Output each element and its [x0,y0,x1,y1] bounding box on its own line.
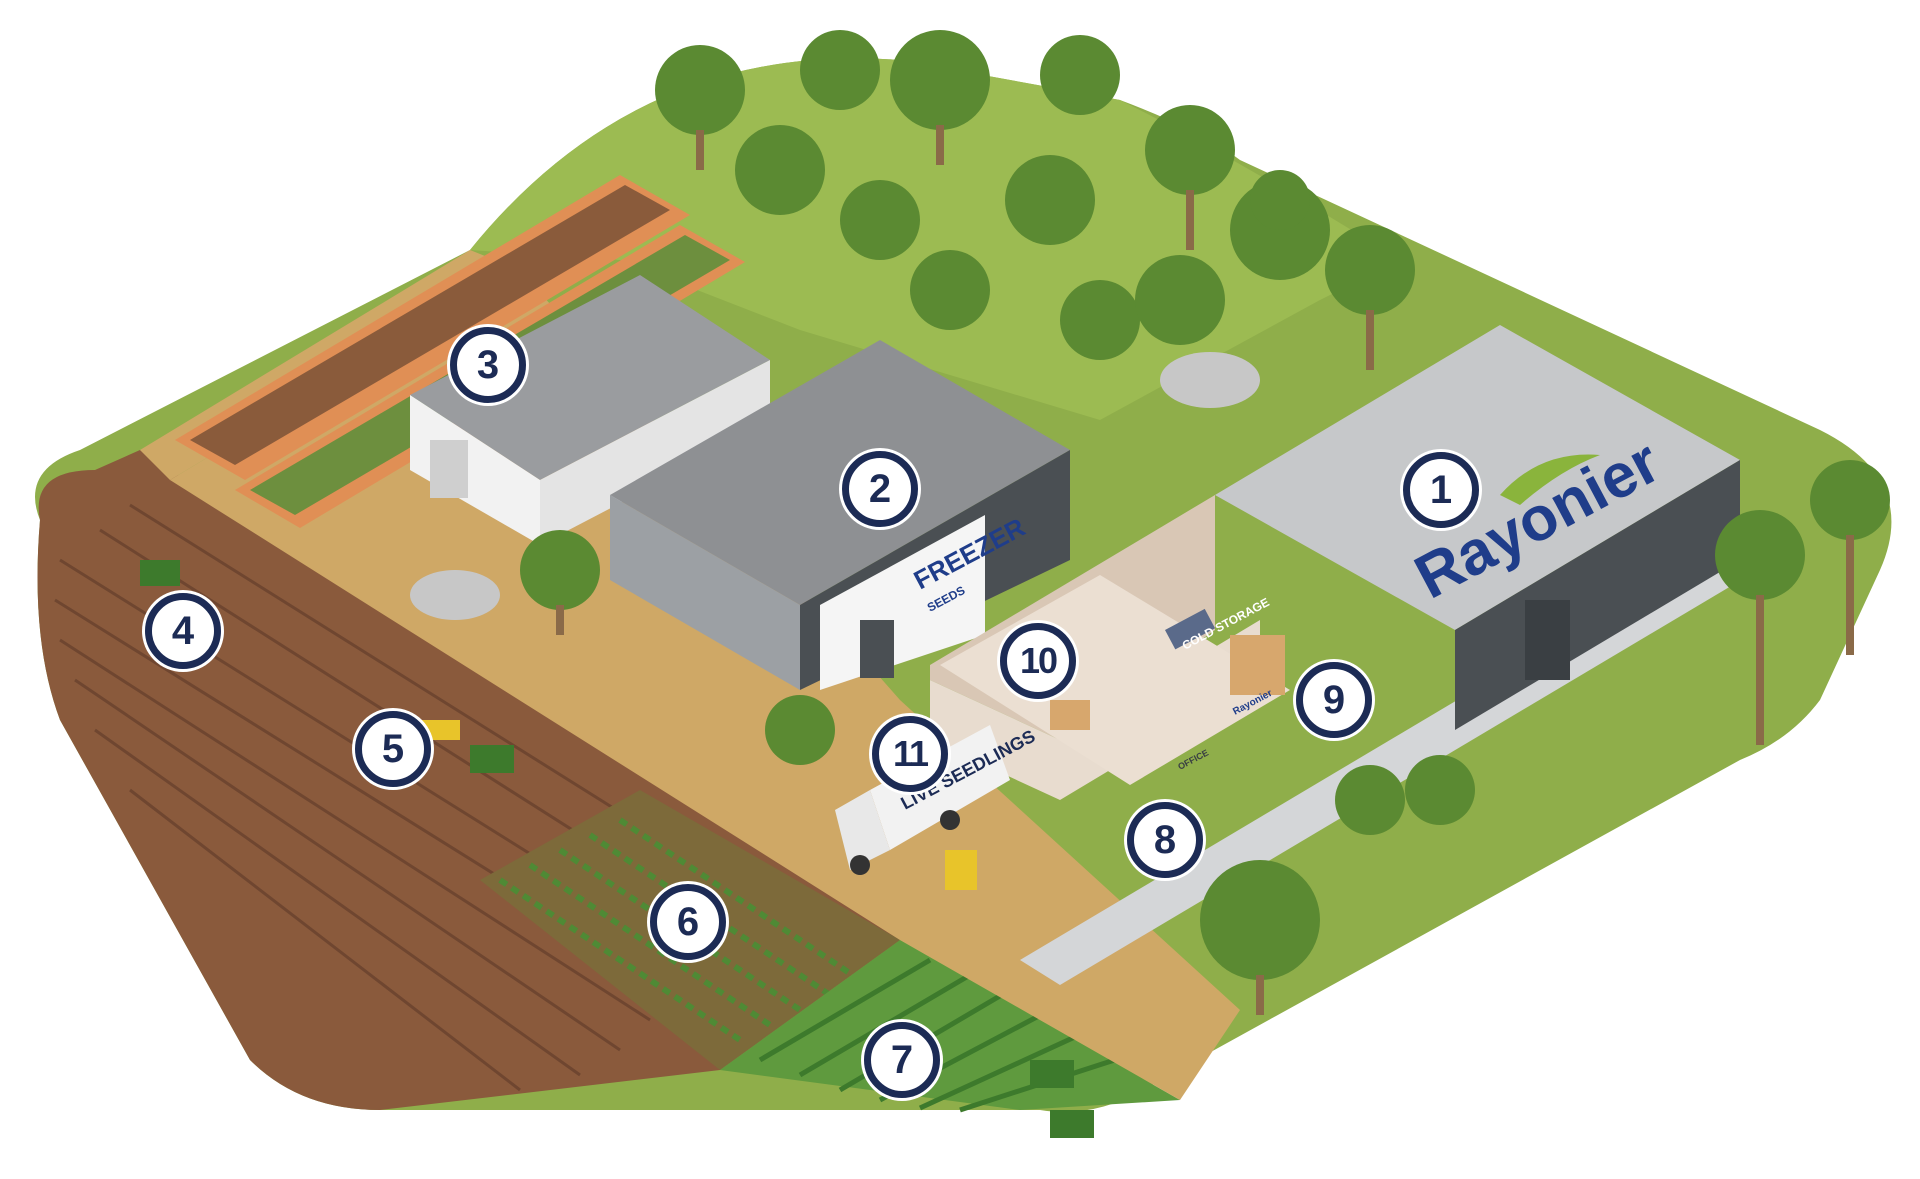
tree-trunks [556,125,1854,1015]
marker-4[interactable]: 4 [145,593,221,669]
marker-10[interactable]: 10 [1000,623,1076,699]
marker-11[interactable]: 11 [872,716,948,792]
marker-5[interactable]: 5 [355,711,431,787]
brand-swoosh [1500,454,1600,505]
marker-6[interactable]: 6 [650,884,726,960]
marker-2[interactable]: 2 [842,451,918,527]
building-3-warehouse [410,275,770,545]
marker-1[interactable]: 1 [1403,452,1479,528]
trees [520,30,1890,980]
building-2-freezer [610,340,1070,690]
marker-9[interactable]: 9 [1296,662,1372,738]
marker-8[interactable]: 8 [1127,802,1203,878]
forklift [945,850,977,890]
hoop-house-forest [1160,352,1260,408]
crop-rows [498,817,862,1043]
live-seedlings-truck [835,725,1010,875]
marker-7[interactable]: 7 [864,1022,940,1098]
tractors [140,560,1094,1138]
marker-3[interactable]: 3 [450,327,526,403]
hoop-house [410,570,500,620]
